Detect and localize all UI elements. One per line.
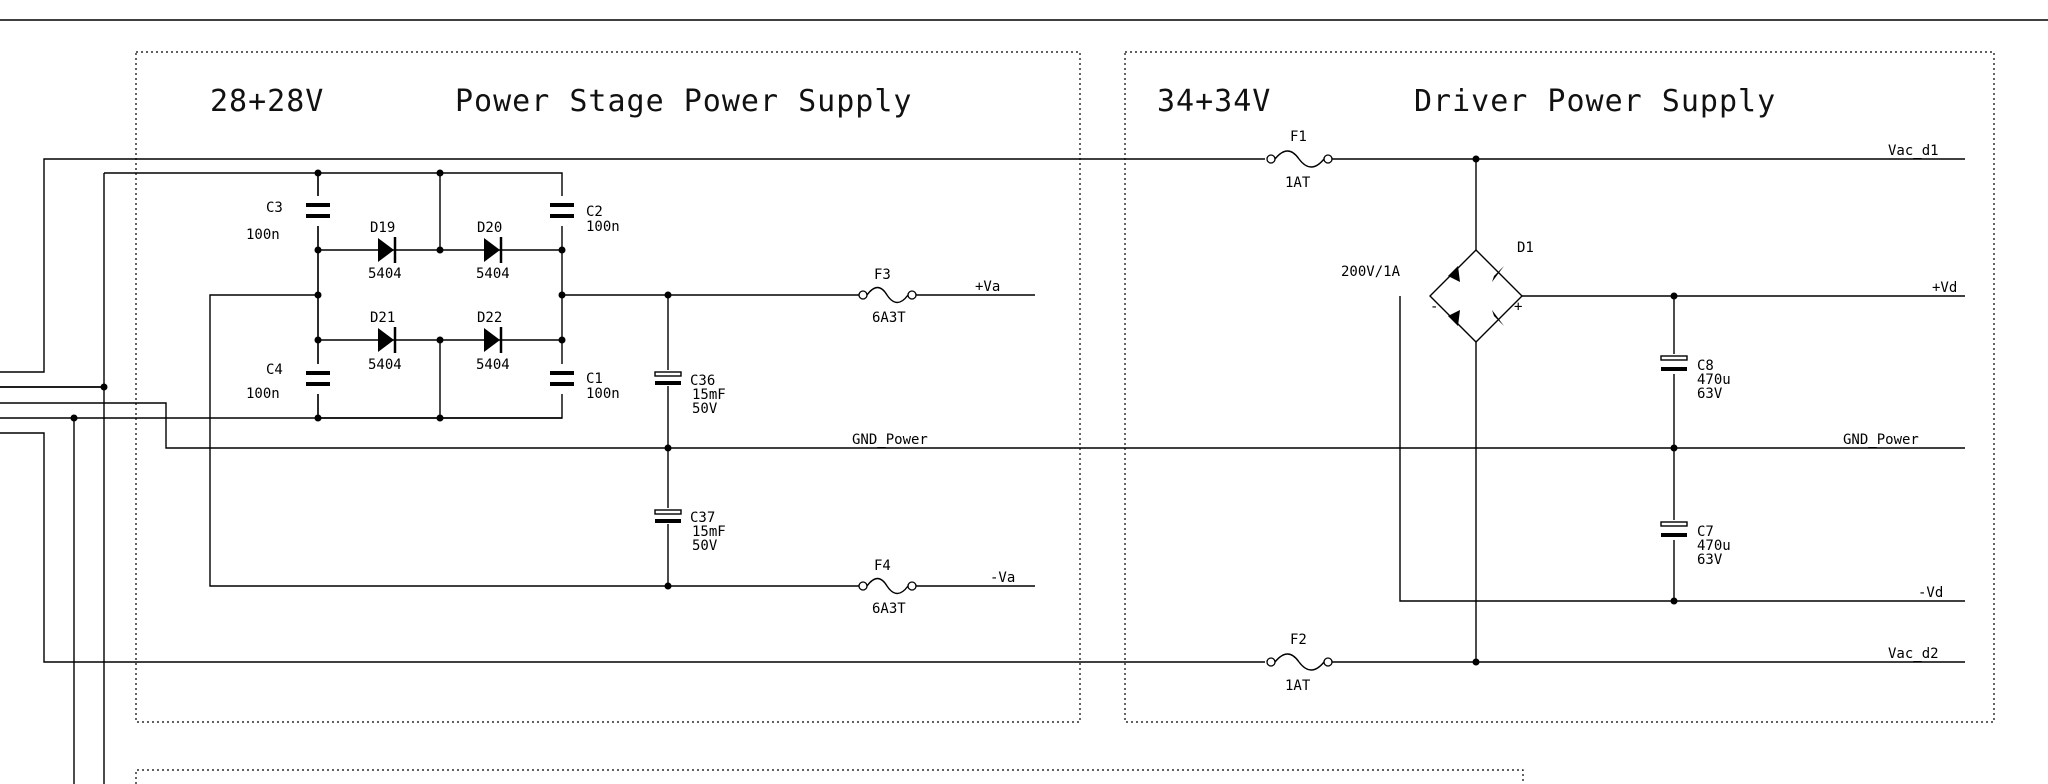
c36-rating: 50V: [692, 401, 718, 417]
d22-value: 5404: [476, 357, 510, 373]
c36-value: 15mF: [692, 387, 726, 403]
net-plus-vd: +Vd: [1932, 280, 1957, 296]
net-vac-d2: Vac_d2: [1888, 646, 1939, 662]
c8-value: 470u: [1697, 372, 1731, 388]
bridge-rectifier-d1: D1 200V/1A - +: [1341, 240, 1534, 343]
d1-value: 200V/1A: [1341, 264, 1401, 280]
capacitor-c36: C36 15mF 50V: [654, 370, 726, 417]
f3-ref: F3: [874, 267, 891, 283]
net-minus-va: -Va: [990, 570, 1015, 586]
fuse-f4: F4 6A3T: [858, 558, 917, 617]
power-stage-bridge: [209, 169, 668, 587]
d20-ref: D20: [477, 220, 502, 236]
fuse-f1: F1 1AT: [1266, 129, 1333, 191]
f4-value: 6A3T: [872, 601, 906, 617]
driver-wiring: [1330, 155, 1965, 666]
diode-d19: D19 5404: [368, 220, 402, 282]
d1-ref: D1: [1517, 240, 1534, 256]
capacitor-c7: C7 470u 63V: [1659, 520, 1731, 568]
capacitor-c3: C3 100n: [246, 196, 330, 243]
c7-rating: 63V: [1697, 552, 1723, 568]
net-gnd-power-right: GND_Power: [1843, 432, 1919, 448]
driver-title: Driver Power Supply: [1414, 84, 1776, 119]
fuse-f3: F3 6A3T: [858, 267, 917, 326]
diode-d21: D21 5404: [368, 310, 402, 373]
c4-ref: C4: [266, 362, 283, 378]
fuse-f2: F2 1AT: [1266, 632, 1333, 694]
driver-voltage: 34+34V: [1157, 84, 1271, 119]
c36-ref: C36: [690, 373, 715, 389]
c37-value: 15mF: [692, 524, 726, 540]
d21-ref: D21: [370, 310, 395, 326]
c37-rating: 50V: [692, 538, 718, 554]
power-stage-output: [664, 291, 1035, 590]
capacitor-c4: C4 100n: [246, 362, 330, 402]
d22-ref: D22: [477, 310, 502, 326]
input-harness: [0, 158, 1965, 784]
capacitor-c8: C8 470u 63V: [1659, 354, 1731, 402]
net-minus-vd: -Vd: [1918, 585, 1943, 601]
f2-value: 1AT: [1285, 678, 1311, 694]
d19-ref: D19: [370, 220, 395, 236]
power-stage-voltage: 28+28V: [210, 84, 324, 119]
f4-ref: F4: [874, 558, 891, 574]
c1-ref: C1: [586, 371, 603, 387]
d21-value: 5404: [368, 357, 402, 373]
c2-ref: C2: [586, 204, 603, 220]
d1-plus: +: [1514, 299, 1522, 315]
c7-value: 470u: [1697, 538, 1731, 554]
capacitor-c2: C2 100n: [550, 196, 620, 235]
c3-value: 100n: [246, 227, 280, 243]
c4-value: 100n: [246, 386, 280, 402]
d1-minus: -: [1430, 299, 1438, 315]
c8-rating: 63V: [1697, 386, 1723, 402]
f1-value: 1AT: [1285, 175, 1311, 191]
f1-ref: F1: [1290, 129, 1307, 145]
d20-value: 5404: [476, 266, 510, 282]
c37-ref: C37: [690, 510, 715, 526]
c1-value: 100n: [586, 386, 620, 402]
capacitor-c37: C37 15mF 50V: [654, 508, 726, 554]
diode-d22: D22 5404: [476, 310, 510, 373]
net-vac-d1: Vac_d1: [1888, 143, 1939, 159]
net-plus-va: +Va: [975, 279, 1000, 295]
diode-d20: D20 5404: [476, 220, 510, 282]
capacitor-c1: C1 100n: [550, 364, 620, 402]
c8-ref: C8: [1697, 358, 1714, 374]
lower-section-box: [135, 769, 1524, 784]
f2-ref: F2: [1290, 632, 1307, 648]
c2-value: 100n: [586, 219, 620, 235]
net-gnd-power-left: GND_Power: [852, 432, 928, 448]
driver-section-box: [1124, 51, 1995, 723]
c3-ref: C3: [266, 200, 283, 216]
f3-value: 6A3T: [872, 310, 906, 326]
c7-ref: C7: [1697, 524, 1714, 540]
d19-value: 5404: [368, 266, 402, 282]
power-stage-title: Power Stage Power Supply: [455, 84, 912, 119]
power-stage-section-box: [135, 51, 1081, 723]
